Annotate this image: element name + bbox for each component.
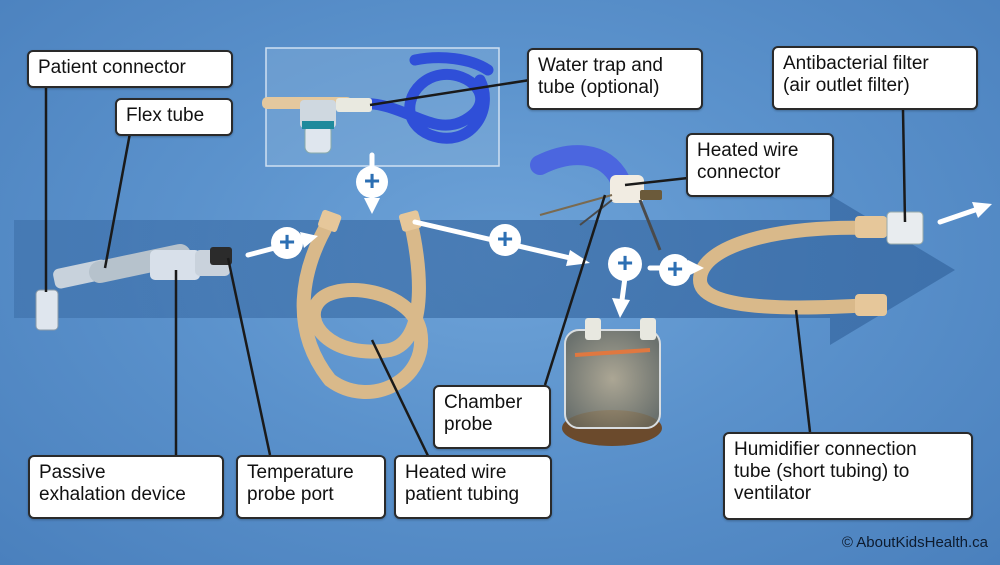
water-trap-fitting bbox=[262, 97, 372, 154]
airflow-arrow-band bbox=[14, 195, 955, 345]
heated-wire-connector-part bbox=[530, 145, 662, 251]
blue-water-trap-tube bbox=[344, 52, 494, 144]
plus-circle-5: + bbox=[659, 254, 691, 286]
label-leader-lines bbox=[44, 78, 907, 461]
humidifier-connection-tubing bbox=[692, 220, 877, 315]
label-passive-exhalation-device: Passive exhalation device bbox=[28, 455, 224, 519]
label-antibacterial-filter: Antibacterial filter (air outlet filter) bbox=[772, 46, 978, 110]
label-chamber-probe: Chamber probe bbox=[433, 385, 551, 449]
humidifier-chamber bbox=[562, 318, 662, 446]
heated-wire-patient-tubing bbox=[296, 213, 429, 399]
label-temperature-probe-port: Temperature probe port bbox=[236, 455, 386, 519]
label-humidifier-connection-tube: Humidifier connection tube (short tubing… bbox=[723, 432, 973, 520]
label-heated-wire-connector: Heated wire connector bbox=[686, 133, 834, 197]
plus-circle-1: + bbox=[271, 227, 303, 259]
label-flex-tube: Flex tube bbox=[115, 98, 233, 136]
plus-circle-4: + bbox=[608, 247, 642, 281]
plus-circle-3: + bbox=[489, 224, 521, 256]
label-heated-wire-patient-tubing: Heated wire patient tubing bbox=[394, 455, 552, 519]
label-patient-connector: Patient connector bbox=[27, 50, 233, 88]
label-water-trap: Water trap and tube (optional) bbox=[527, 48, 703, 110]
patient-connector-assembly bbox=[35, 244, 232, 331]
plus-circle-2: + bbox=[356, 166, 388, 198]
copyright-notice: © AboutKidsHealth.ca bbox=[841, 534, 988, 551]
